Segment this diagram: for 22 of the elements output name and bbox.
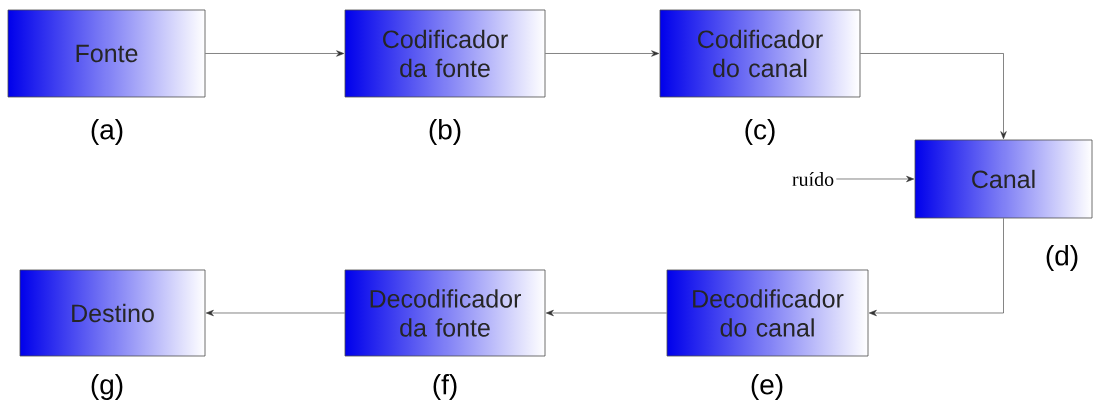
process-box: Codificador da fonte [344, 9, 546, 98]
arrow [868, 218, 1004, 317]
node-label: (d) [1046, 244, 1078, 272]
arrow [205, 50, 345, 57]
arrow [836, 175, 915, 183]
node-label: (e) [751, 373, 783, 401]
process-box: Fonte [7, 9, 206, 98]
process-box: Codificador do canal [659, 9, 861, 98]
process-box: Decodificador do canal [666, 269, 869, 357]
node-label: (a) [91, 118, 123, 146]
process-box: Canal [914, 139, 1093, 219]
noise-label: ruído [792, 171, 834, 187]
arrow [545, 50, 660, 57]
node-label: (g) [91, 373, 123, 401]
arrow [205, 309, 345, 317]
process-box: Destino [19, 269, 206, 357]
arrow [860, 53, 1007, 140]
node-label: (c) [745, 118, 775, 146]
process-box: Decodificador da fonte [344, 269, 546, 357]
arrow [545, 309, 667, 317]
node-label: (f) [433, 373, 457, 401]
node-label: (b) [429, 118, 461, 146]
